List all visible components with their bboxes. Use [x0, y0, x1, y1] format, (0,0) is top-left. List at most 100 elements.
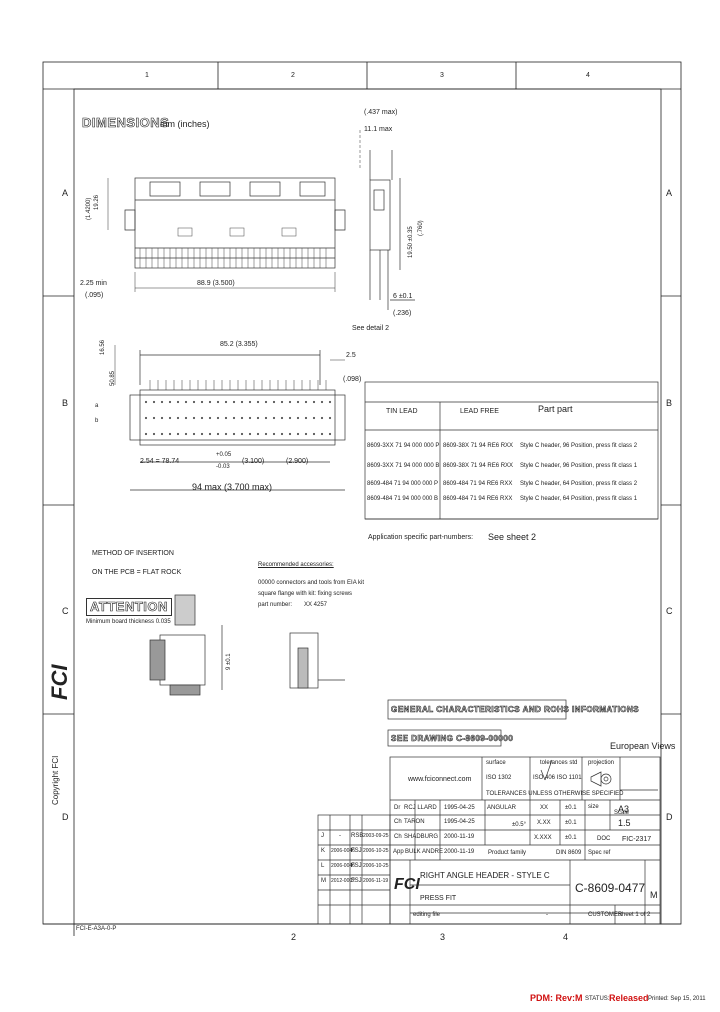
- rev-date: 2000-11-19: [444, 834, 475, 840]
- table-cell: 8609-38X 71 94 RE6 RXX: [443, 463, 514, 469]
- dim-label: (.098): [343, 376, 362, 383]
- table-cell: Style C header, 64 Position, press fit c…: [520, 481, 638, 487]
- rev-ecn-date: 2003-09-25: [363, 833, 389, 839]
- table-cell: 8609-38X 71 94 RE6 RXX: [443, 443, 514, 449]
- size-label: size: [588, 804, 599, 810]
- drawing-title-1: RIGHT ANGLE HEADER - STYLE C: [420, 871, 550, 880]
- dim-label: 85.2 (3.355): [220, 341, 258, 348]
- general-characteristics: GENERAL CHARACTERISTICS AND ROHS INFORMA…: [391, 705, 640, 715]
- column-label: 4: [563, 932, 569, 942]
- rev-date: 2000-11-19: [444, 849, 475, 855]
- dim-label: 9 ±0.1: [226, 653, 232, 670]
- dim-label: +0.05: [216, 452, 232, 458]
- rev-name: SHADBURG: [404, 834, 439, 840]
- insertion-detail: [149, 594, 345, 696]
- see-sheet-note: See sheet 2: [488, 532, 537, 542]
- app-specific-note: Application specific part-numbers:: [368, 534, 474, 541]
- editing-dash: -: [546, 912, 548, 918]
- rev-ecn-date: 2006-10-25: [363, 863, 389, 869]
- row-label: C: [666, 606, 673, 616]
- pdm-revision: PDM: Rev:M: [530, 993, 583, 1003]
- dim-label: 88.9 (3.500): [197, 280, 235, 287]
- rev-role: App: [393, 849, 404, 855]
- doc-label: DOC: [597, 836, 611, 842]
- attention-label: ATTENTION: [86, 598, 172, 616]
- rev-init: FSJ: [351, 863, 362, 869]
- connector-top-view: [124, 177, 346, 269]
- rev-ecn: 2006-0046: [331, 863, 355, 869]
- dim-label: (2.900): [286, 458, 309, 465]
- angular-tolerance: ±0.5°: [512, 822, 527, 828]
- rev-name: BULK ANDRE: [405, 849, 444, 855]
- row-label: B: [666, 398, 673, 408]
- dim-label: 2.25 min: [80, 280, 107, 287]
- din-value: DIN 8609: [556, 850, 582, 856]
- scale-label: Scale: [614, 810, 630, 816]
- dim-label: b: [95, 418, 99, 424]
- insertion-method: METHOD OF INSERTION: [92, 550, 174, 557]
- dimensions-title: DIMENSIONS: [82, 115, 170, 130]
- dim-label: 50.85: [110, 370, 116, 386]
- table-cell: 8609-484 71 94 000 000 B: [367, 496, 439, 502]
- tol-x-label: XX: [540, 805, 549, 811]
- min-board-note: Minimum board thickness 0.035: [86, 619, 171, 625]
- rev-init: FSJ: [351, 848, 362, 854]
- rev-role: Dr: [394, 805, 401, 811]
- table-header-part: Part part: [538, 404, 573, 414]
- dim-label: (.760): [418, 220, 424, 236]
- dim-label: 11.1 max: [364, 126, 393, 133]
- dim-label: 2.5: [346, 352, 356, 359]
- table-cell: Style C header, 96 Position, press fit c…: [520, 463, 638, 469]
- recommended-title: Recommended accessories:: [258, 562, 334, 568]
- rev-init: RSB: [351, 833, 364, 839]
- dim-label: (.236): [393, 310, 412, 317]
- row-label: B: [62, 398, 69, 408]
- column-label: 1: [145, 72, 149, 79]
- row-label: D: [666, 812, 673, 822]
- dim-label: (1.4200): [86, 197, 92, 220]
- product-family-label: Product family: [488, 850, 527, 856]
- drawing-title-2: PRESS FIT: [420, 895, 457, 902]
- surface-standard: ISO 1302: [486, 775, 512, 781]
- printed-date: Printed: Sep 15, 2011: [648, 996, 706, 1002]
- rev-ecn-date: 2006-11-19: [363, 878, 389, 884]
- see-drawing-ref: SEE DRAWING C-8609-00000: [391, 734, 514, 744]
- table-cell: 8609-484 71 94 000 000 P: [367, 481, 439, 487]
- european-views: European Views: [610, 741, 676, 751]
- rev-init: FSJ: [351, 878, 362, 884]
- tolerance-label: tolerances std: [540, 760, 578, 766]
- projection-label: projection: [588, 760, 615, 766]
- drawing-number: C-8609-0477: [575, 881, 646, 895]
- rev-date: 1995-04-25: [444, 805, 475, 811]
- tolerance-standard: ISO 406 ISO 1101: [533, 775, 582, 781]
- table-cell: Style C header, 64 Position, press fit c…: [520, 496, 638, 502]
- see-detail-note: See detail 2: [352, 325, 389, 332]
- column-label: 2: [291, 932, 297, 942]
- rev-ecn-date: 2006-10-25: [363, 848, 389, 854]
- table-header-lead-free: LEAD FREE: [460, 408, 499, 415]
- column-label: 3: [440, 932, 446, 942]
- rev-letter: M: [321, 878, 326, 884]
- row-label: A: [666, 188, 673, 198]
- rev-role: Ch: [394, 819, 402, 825]
- form-id: FCI-E-A3A-0-P: [76, 926, 117, 932]
- angular-label: ANGULAR: [487, 805, 517, 811]
- table-cell: 8609-3XX 71 94 000 000 P: [367, 443, 440, 449]
- dim-label: 94 max (3.700 max): [192, 482, 273, 492]
- tol-x-value: ±0.1: [565, 805, 577, 811]
- table-cell: 8609-484 71 94 RE6 RXX: [443, 481, 513, 487]
- connector-side-view: [369, 150, 415, 310]
- rev-ecn: 2006-0046: [331, 848, 355, 854]
- rev-letter: L: [321, 863, 325, 869]
- rev-role: Ch: [394, 834, 402, 840]
- rev-name: RCJ LLARD: [404, 805, 437, 811]
- dim-label: 6 ±0.1: [393, 293, 413, 300]
- spec-ref-label: Spec ref: [588, 850, 611, 856]
- connector-front-view: [129, 350, 346, 491]
- sheet-number: sheet 1 of 2: [619, 912, 651, 918]
- dim-label: 16.56: [100, 339, 106, 355]
- website: www.fciconnect.com: [408, 776, 472, 783]
- dim-label: 19.26: [94, 194, 100, 210]
- insertion-pcb: ON THE PCB = FLAT ROCK: [92, 569, 182, 576]
- accessory-part-number: XX 4257: [304, 602, 328, 608]
